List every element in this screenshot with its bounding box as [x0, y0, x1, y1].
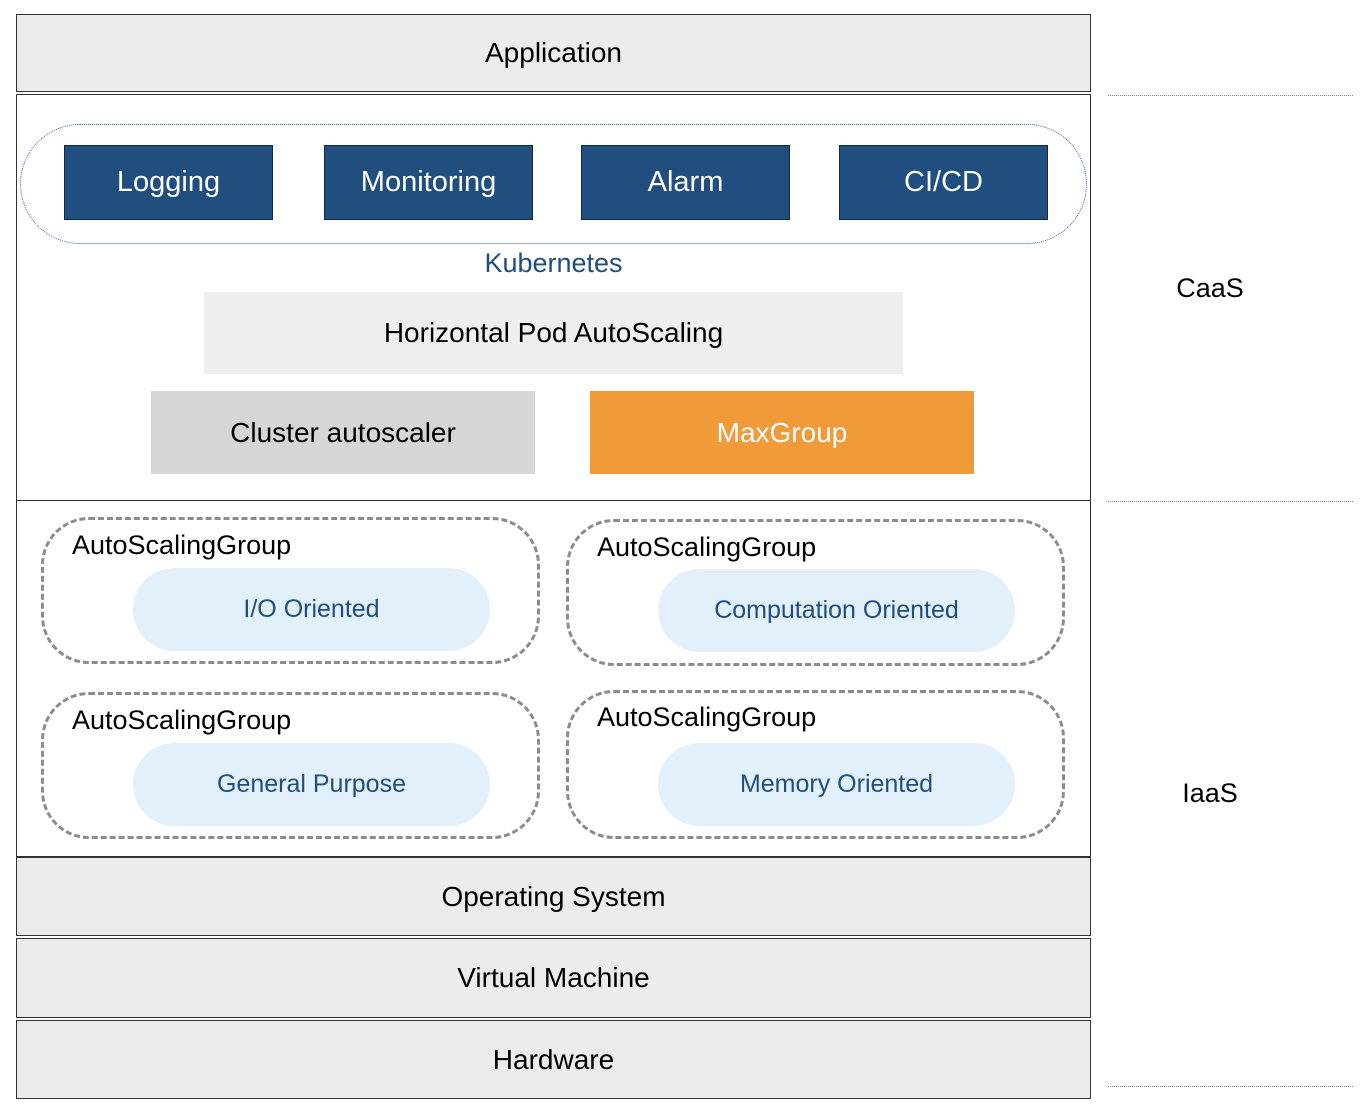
io-oriented-label: I/O Oriented	[243, 595, 380, 623]
monitoring-label: Monitoring	[360, 166, 497, 198]
io-oriented-pill: I/O Oriented	[133, 568, 490, 651]
computation-oriented-label: Computation Oriented	[714, 596, 959, 624]
hardware-layer: Hardware	[16, 1020, 1091, 1099]
computation-oriented-pill: Computation Oriented	[658, 569, 1015, 652]
autoscaling-group	[41, 517, 540, 664]
tools-group	[20, 124, 1087, 244]
application-label: Application	[485, 37, 622, 68]
caas-label: CaaS	[1176, 273, 1244, 303]
autoscaling-group-label: AutoScalingGroup	[72, 705, 292, 735]
general-purpose-pill: General Purpose	[133, 743, 490, 826]
cluster-autoscaler-box: Cluster autoscaler	[151, 391, 535, 474]
iaas-bottom-separator	[1108, 1086, 1353, 1087]
hpa-box: Horizontal Pod AutoScaling	[204, 292, 903, 374]
autoscaling-group	[41, 692, 540, 839]
logging-label: Logging	[116, 166, 221, 198]
maxgroup-box: MaxGroup	[590, 391, 974, 474]
alarm-label: Alarm	[647, 166, 724, 198]
caas-top-separator	[1108, 95, 1353, 96]
caas-iaas-separator	[1108, 501, 1353, 502]
virtual-machine-label: Virtual Machine	[457, 962, 650, 993]
iaas-label: IaaS	[1182, 778, 1238, 808]
autoscaling-group-label: AutoScalingGroup	[72, 530, 292, 560]
autoscaling-group-label: AutoScalingGroup	[597, 532, 817, 562]
alarm-box: Alarm	[581, 145, 790, 220]
logging-box: Logging	[64, 145, 273, 220]
monitoring-box: Monitoring	[324, 145, 533, 220]
autoscaling-group	[566, 519, 1065, 666]
general-purpose-label: General Purpose	[216, 770, 406, 798]
operating-system-layer: Operating System	[16, 857, 1091, 936]
maxgroup-label: MaxGroup	[716, 416, 848, 448]
application-layer: Application	[16, 14, 1091, 92]
autoscaling-group	[566, 690, 1065, 839]
hardware-label: Hardware	[492, 1043, 615, 1075]
hpa-label: Horizontal Pod AutoScaling	[383, 317, 724, 348]
virtual-machine-layer: Virtual Machine	[16, 938, 1091, 1018]
kubernetes-label: Kubernetes	[484, 248, 623, 278]
cicd-box: CI/CD	[839, 145, 1048, 220]
autoscaling-group-label: AutoScalingGroup	[597, 702, 817, 732]
cicd-label: CI/CD	[904, 166, 983, 198]
memory-oriented-pill: Memory Oriented	[658, 743, 1015, 826]
operating-system-label: Operating System	[441, 880, 666, 912]
cluster-autoscaler-label: Cluster autoscaler	[230, 416, 456, 448]
memory-oriented-label: Memory Oriented	[739, 770, 934, 798]
